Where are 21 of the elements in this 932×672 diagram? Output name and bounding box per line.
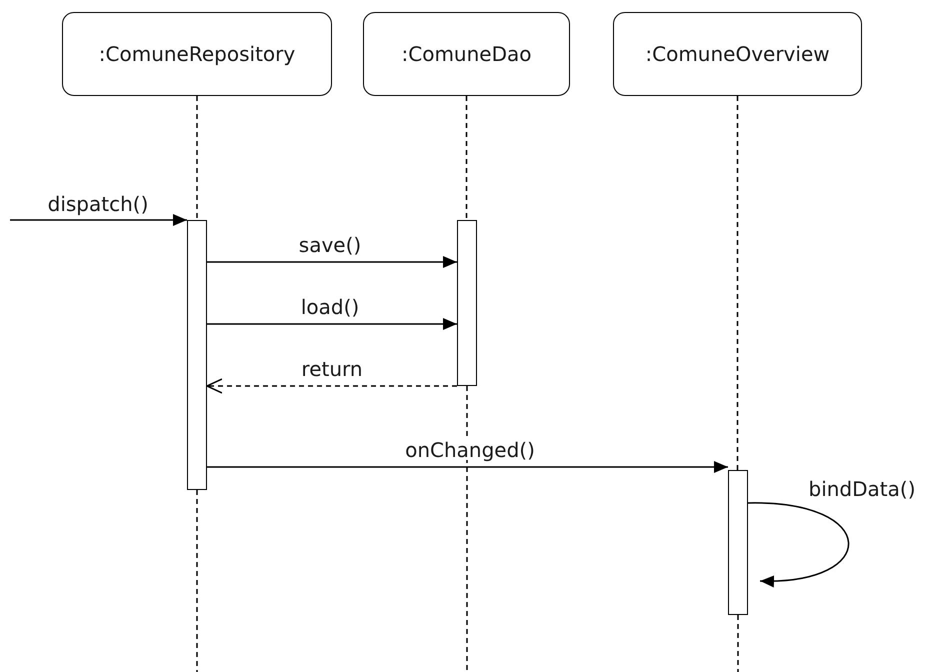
lifeline <box>466 96 468 220</box>
lifeline-header <box>62 12 332 96</box>
message-arrow <box>10 214 187 226</box>
lifeline <box>466 386 468 672</box>
message-arrow <box>207 461 728 473</box>
activation-bar <box>187 220 207 490</box>
message-arrow <box>207 318 457 330</box>
return-arrow <box>206 378 457 394</box>
lifeline <box>196 490 198 672</box>
activation-bar <box>728 470 748 615</box>
lifeline <box>736 96 738 470</box>
lifeline <box>737 615 739 672</box>
self-message-arrow <box>748 502 850 587</box>
lifeline <box>196 96 198 220</box>
object-name: :ComuneOverview <box>645 41 830 68</box>
lifeline-header <box>613 12 862 96</box>
object-name: :ComuneDao <box>402 41 532 68</box>
activation-bar <box>457 220 477 386</box>
message-arrow <box>207 256 457 268</box>
object-name: :ComuneRepository <box>98 41 296 68</box>
lifeline-header <box>363 12 570 96</box>
